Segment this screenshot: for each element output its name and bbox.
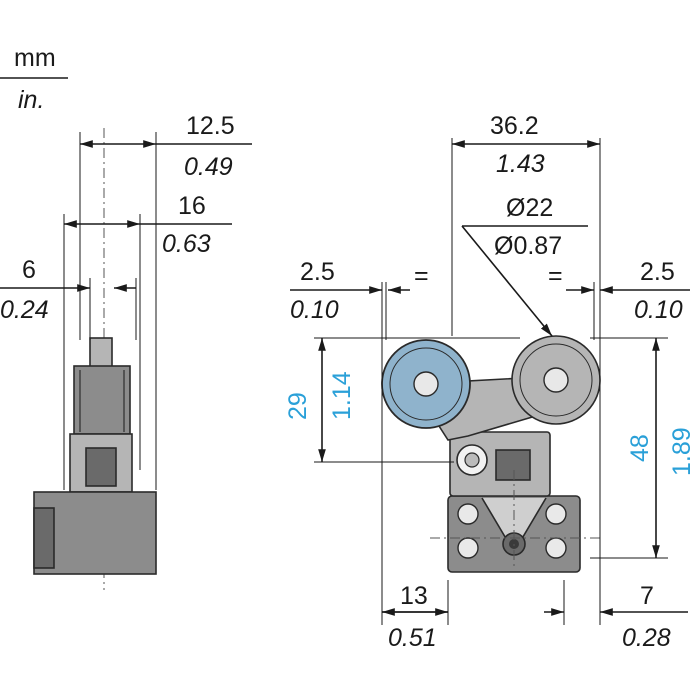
- left-base-clip: [33, 507, 55, 569]
- dim-16-in: 0.63: [162, 230, 211, 258]
- dim-2-5-right-eq: =: [548, 262, 563, 290]
- dim-48-in: 1.89: [668, 427, 696, 476]
- dim-22-mm: Ø22: [506, 194, 553, 222]
- right-view: 36.2 1.43 Ø22 Ø0.87 2.5 0.10 = 2.5 0.10 …: [284, 112, 696, 652]
- dim-29-mm: 29: [284, 392, 312, 420]
- left-view: 12.5 0.49 16 0.63 6 0.24: [0, 112, 252, 590]
- dim-16-mm: 16: [178, 192, 206, 220]
- unit-mm: mm: [14, 44, 56, 72]
- dim-13-in: 0.51: [388, 624, 437, 652]
- dim-2-5-right-mm: 2.5: [640, 258, 675, 286]
- dim-48-mm: 48: [626, 434, 654, 462]
- dim-7-in: 0.28: [622, 624, 671, 652]
- dim-36-2-mm: 36.2: [490, 112, 539, 140]
- units-legend: mm in.: [0, 44, 68, 114]
- dim-6-mm: 6: [22, 256, 36, 284]
- dim-13-mm: 13: [400, 582, 428, 610]
- dim-2-5-left-in: 0.10: [290, 296, 339, 324]
- dim-2-5-left-mm: 2.5: [300, 258, 335, 286]
- dim-29-in: 1.14: [328, 371, 356, 420]
- dim-6-in: 0.24: [0, 296, 49, 324]
- dim-2-5-right-in: 0.10: [634, 296, 683, 324]
- left-head-insert: [85, 447, 117, 487]
- dim-12-5-mm: 12.5: [186, 112, 235, 140]
- left-shaft: [73, 365, 131, 435]
- dim-22-in: Ø0.87: [494, 232, 562, 260]
- dim-2-5-left-eq: =: [414, 262, 429, 290]
- dim-12-5-in: 0.49: [184, 153, 233, 181]
- left-shaft-top: [89, 337, 113, 369]
- right-head-block: [495, 449, 531, 481]
- dim-36-2-in: 1.43: [496, 150, 545, 178]
- dim-7-mm: 7: [640, 582, 654, 610]
- unit-in: in.: [18, 86, 44, 114]
